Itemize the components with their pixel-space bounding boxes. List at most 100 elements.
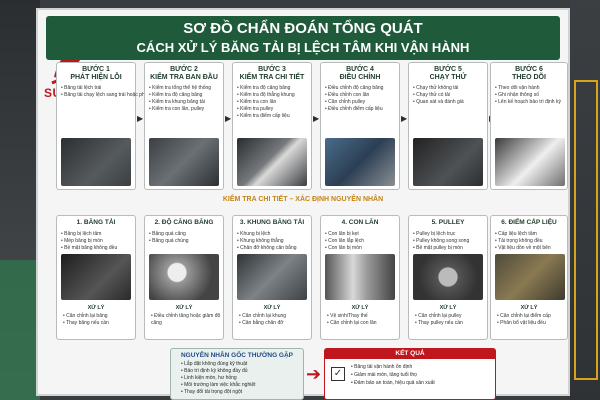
list-item: • Khung không thẳng bbox=[237, 238, 284, 244]
step-2-label: BƯỚC 2 bbox=[170, 66, 198, 73]
list-item: • Căn chỉnh lại con lăn bbox=[327, 320, 377, 326]
detail-5-title: 5. PULLEY bbox=[431, 219, 465, 226]
detail-1-card: 1. BĂNG TẢI • Băng bị lệch tâm • Mép băn… bbox=[56, 215, 136, 340]
list-item: • Bảo trì định kỳ không đầy đủ bbox=[181, 368, 248, 374]
conveyor-photo bbox=[61, 138, 131, 186]
list-item: • Con lăn bị kẹt bbox=[325, 231, 359, 237]
list-item: • Bề mặt pulley bị mòn bbox=[413, 245, 463, 251]
list-item: • Môi trường làm việc khắc nghiệt bbox=[181, 382, 256, 388]
clipboard-photo bbox=[495, 138, 565, 186]
step-6-list: • Theo dõi vận hành • Ghi nhận thông số … bbox=[495, 85, 569, 106]
list-item: • Tải trọng không đều bbox=[495, 238, 543, 244]
title-line-2: CÁCH XỬ LÝ BĂNG TẢI BỊ LỆCH TÂM KHI VẬN … bbox=[136, 40, 470, 55]
arrow-right-icon: ▶ bbox=[137, 114, 144, 123]
list-item: • Chân đỡ không cân bằng bbox=[237, 245, 297, 251]
list-item: • Lên kế hoạch bảo trì định kỳ bbox=[495, 99, 561, 105]
step-6-title: THEO DÕI bbox=[512, 74, 546, 81]
detail-2-title: 2. ĐỘ CĂNG BĂNG bbox=[154, 219, 214, 226]
list-item: • Băng tải chạy lệch sang trái hoặc phải bbox=[61, 92, 149, 98]
handling-label: XỬ LÝ bbox=[263, 305, 281, 311]
list-item: • Cấp liệu lệch tâm bbox=[495, 231, 537, 237]
roller-photo bbox=[237, 138, 307, 186]
detail-6-card: 6. ĐIỂM CẤP LIỆU • Cấp liệu lệch tâm • T… bbox=[490, 215, 568, 340]
step-2-list: • Kiểm tra tổng thể hệ thống • Kiểm tra … bbox=[149, 85, 223, 113]
feed-point-photo bbox=[495, 254, 565, 300]
root-causes-box: NGUYÊN NHÂN GỐC THƯỜNG GẶP • Lắp đặt khô… bbox=[170, 348, 304, 400]
handling-label: XỬ LÝ bbox=[351, 305, 369, 311]
list-item: • Vật liệu dồn về một bên bbox=[495, 245, 551, 251]
list-item: • Con lăn bị mòn bbox=[325, 245, 362, 251]
diagnostic-board: SUKAVINA SƠ ĐỒ CHẨN ĐOÁN TỔNG QUÁT CÁCH … bbox=[36, 8, 570, 400]
step-6-label: BƯỚC 6 bbox=[515, 66, 543, 73]
background-right bbox=[570, 0, 600, 400]
detail-section-title: KIỂM TRA CHI TIẾT – XÁC ĐỊNH NGUYÊN NHÂN bbox=[222, 196, 384, 203]
detail-4-card: 4. CON LĂN • Con lăn bị kẹt • Con lăn lắ… bbox=[320, 215, 400, 340]
step-3-label: BƯỚC 3 bbox=[258, 66, 286, 73]
step-1-title: PHÁT HIỆN LỖI bbox=[70, 74, 122, 81]
list-item: • Lắp đặt không đúng kỹ thuật bbox=[181, 361, 248, 367]
list-item: • Kiểm tra tổng thể hệ thống bbox=[149, 85, 212, 91]
tension-gauge-photo bbox=[149, 254, 219, 300]
list-item: • Kiểm tra khung băng tải bbox=[149, 99, 205, 105]
list-item: • Kiểm tra độ thẳng khung bbox=[237, 92, 295, 98]
belt-photo bbox=[61, 254, 131, 300]
list-item: • Căn chỉnh lại pulley bbox=[415, 313, 462, 319]
conveyor-photo bbox=[149, 138, 219, 186]
result-title: KẾT QUẢ bbox=[325, 349, 495, 359]
list-item: • Vệ sinh/Thay thế bbox=[327, 313, 368, 319]
detail-1-title: 1. BĂNG TẢI bbox=[76, 219, 116, 226]
list-item: • Kiểm tra độ căng băng bbox=[237, 85, 291, 91]
list-item: • Băng quá chùng bbox=[149, 238, 189, 244]
list-item: • Điều chỉnh điểm cấp liệu bbox=[325, 106, 383, 112]
list-item: • Ghi nhận thông số bbox=[495, 92, 540, 98]
step-4-list: • Điều chỉnh độ căng băng • Điều chỉnh c… bbox=[325, 85, 399, 113]
result-box: KẾT QUẢ ✓ • Băng tải vận hành ổn định • … bbox=[324, 348, 496, 400]
list-item: • Giảm mài mòn, tăng tuổi thọ bbox=[351, 372, 417, 378]
list-item: • Kiểm tra pulley bbox=[237, 106, 274, 112]
detail-6-title: 6. ĐIỂM CẤP LIỆU bbox=[501, 219, 557, 226]
list-item: • Bề mặt băng không đều bbox=[61, 245, 118, 251]
list-item: • Căn chỉnh lại điểm cấp bbox=[497, 313, 551, 319]
background-shelf bbox=[574, 80, 598, 380]
frame-photo bbox=[237, 254, 307, 300]
list-item: • Căn chỉnh lại băng bbox=[63, 313, 108, 319]
step-3-list: • Kiểm tra độ căng băng • Kiểm tra độ th… bbox=[237, 85, 311, 120]
list-item: • Băng tải lệch trái bbox=[61, 85, 102, 91]
list-item: • Quan sát và đánh giá bbox=[413, 99, 464, 105]
list-item: • Pulley không song song bbox=[413, 238, 470, 244]
list-item: • Điều chỉnh tăng hoặc giảm độ căng bbox=[151, 313, 221, 326]
arrow-right-icon: ▶ bbox=[313, 114, 320, 123]
root-causes-title: NGUYÊN NHÂN GỐC THƯỜNG GẶP bbox=[180, 352, 294, 359]
step-1-list: • Băng tải lệch trái • Băng tải chạy lệc… bbox=[61, 85, 149, 99]
list-item: • Thay đổi tải trọng đột ngột bbox=[181, 389, 243, 395]
checkmark-icon: ✓ bbox=[331, 367, 345, 381]
step-1-label: BƯỚC 1 bbox=[82, 66, 110, 73]
roller-photo bbox=[325, 254, 395, 300]
list-item: • Kiểm tra con lăn, pulley bbox=[149, 106, 205, 112]
list-item: • Băng tải vận hành ổn định bbox=[351, 364, 413, 370]
detail-2-card: 2. ĐỘ CĂNG BĂNG • Băng quá căng • Băng q… bbox=[144, 215, 224, 340]
arrow-right-icon: ▶ bbox=[225, 114, 232, 123]
list-item: • Con lăn lắp lệch bbox=[325, 238, 364, 244]
detail-3-card: 3. KHUNG BĂNG TẢI • Khung bị lệch • Khun… bbox=[232, 215, 312, 340]
step-5-title: CHẠY THỬ bbox=[429, 74, 467, 81]
handling-label: XỬ LÝ bbox=[175, 305, 193, 311]
conveyor-photo bbox=[413, 138, 483, 186]
adjustment-photo bbox=[325, 138, 395, 186]
detail-3-title: 3. KHUNG BĂNG TẢI bbox=[239, 219, 305, 226]
detail-5-card: 5. PULLEY • Pulley bị lệch trục • Pulley… bbox=[408, 215, 488, 340]
list-item: • Phân bổ vật liệu đều bbox=[497, 320, 546, 326]
background-floor bbox=[0, 260, 40, 400]
arrow-right-icon: ➔ bbox=[306, 364, 322, 384]
step-3-title: KIỂM TRA CHI TIẾT bbox=[239, 74, 305, 81]
list-item: • Căn chỉnh pulley bbox=[325, 99, 366, 105]
list-item: • Chạy thử có tải bbox=[413, 92, 451, 98]
list-item: • Thay pulley nếu cần bbox=[415, 320, 463, 326]
list-item: • Theo dõi vận hành bbox=[495, 85, 540, 91]
step-4-label: BƯỚC 4 bbox=[346, 66, 374, 73]
